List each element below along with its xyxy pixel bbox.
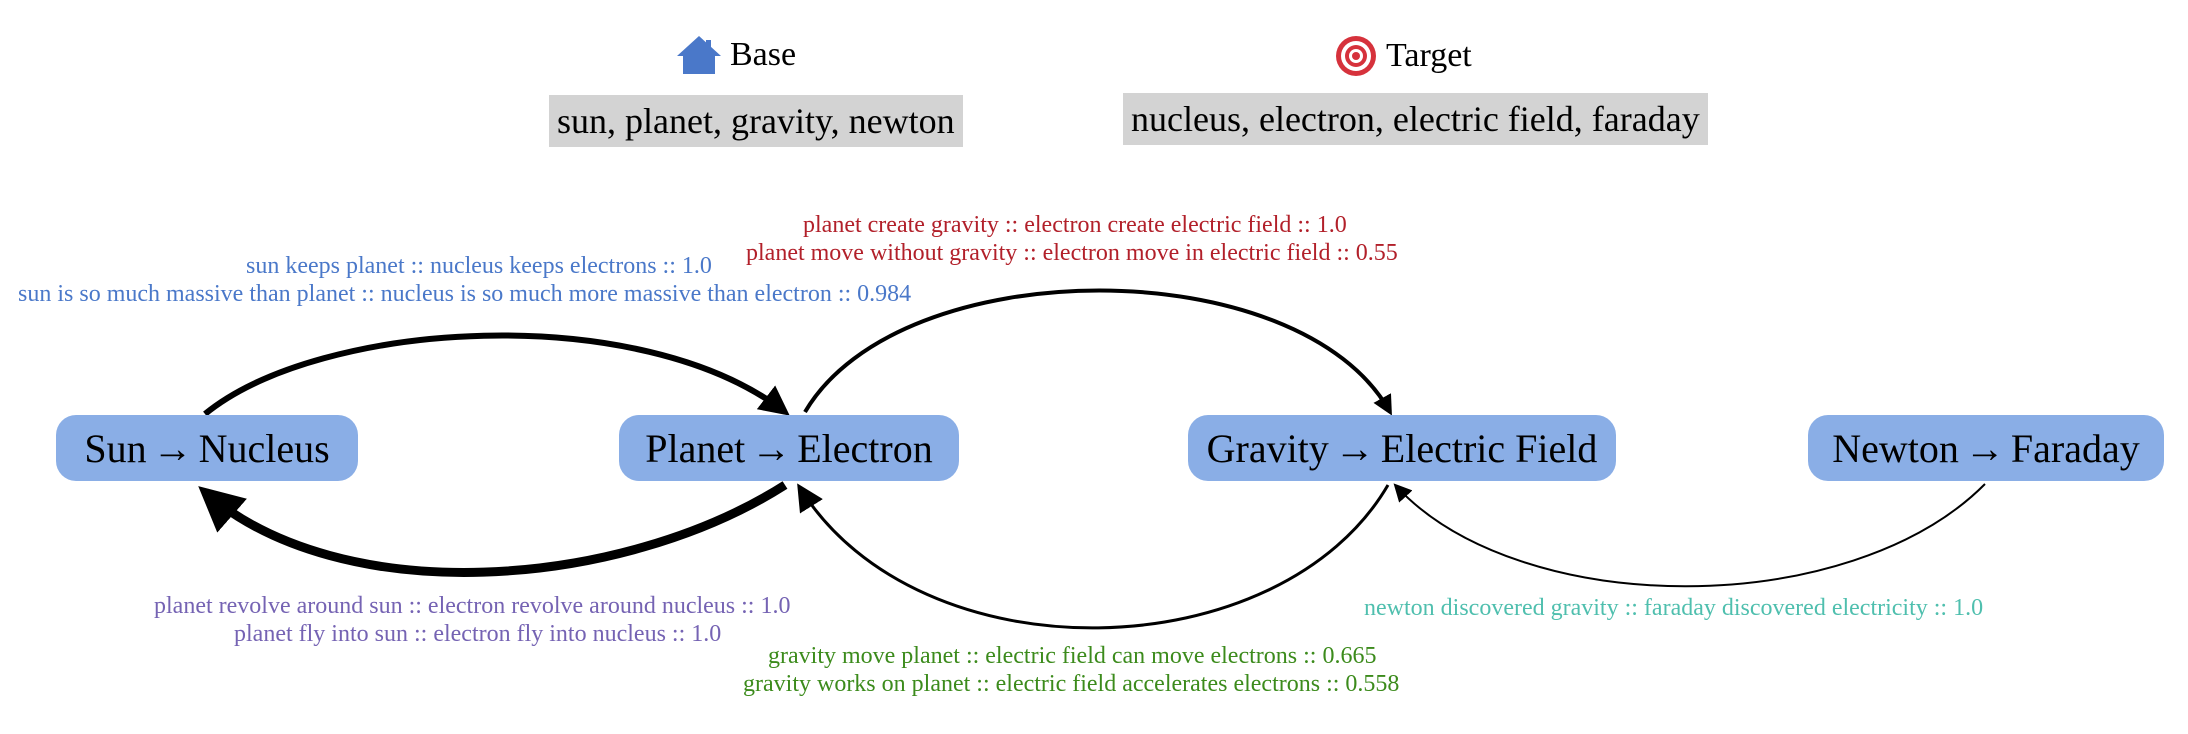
relation-label-blue-1: sun keeps planet :: nucleus keeps electr… [246, 253, 712, 279]
mapping-arrow: → [1334, 425, 1375, 471]
node-target: Electron [797, 425, 933, 471]
relation-label-red-1: planet create gravity :: electron create… [803, 212, 1347, 238]
target-icon [1336, 36, 1376, 76]
legend-base-terms: sun, planet, gravity, newton [549, 95, 963, 147]
relation-label-purple-1: planet revolve around sun :: electron re… [154, 593, 791, 619]
node-gravity-electric-field: Gravity → Electric Field [1188, 415, 1616, 481]
mapping-arrow: → [1964, 425, 2005, 471]
legend-base-label: Base [730, 36, 797, 73]
node-target: Faraday [2010, 425, 2140, 471]
node-source: Sun [84, 425, 147, 471]
relation-label-red-2: planet move without gravity :: electron … [746, 240, 1398, 266]
node-newton-faraday: Newton → Faraday [1808, 415, 2164, 481]
node-source: Gravity [1206, 425, 1329, 471]
relation-label-purple-2: planet fly into sun :: electron fly into… [234, 621, 722, 647]
relation-label-green-1: gravity move planet :: electric field ca… [768, 643, 1377, 669]
node-source: Newton [1832, 425, 1959, 471]
relation-label-green-2: gravity works on planet :: electric fiel… [743, 671, 1400, 697]
mapping-arrow: → [751, 425, 792, 471]
home-icon [677, 36, 721, 74]
edge-gravity-planet [797, 483, 1390, 630]
node-source: Planet [645, 425, 746, 471]
node-target: Electric Field [1380, 425, 1598, 471]
mapping-arrow: → [152, 425, 193, 471]
edge-newton-gravity [1393, 483, 1986, 588]
relation-label-blue-2: sun is so much massive than planet :: nu… [18, 281, 912, 307]
node-planet-electron: Planet → Electron [619, 415, 959, 481]
node-target: Nucleus [198, 425, 330, 471]
edge-planet-sun [198, 481, 788, 577]
legend-target-header: Target [1334, 34, 1472, 78]
legend-target-label: Target [1386, 37, 1472, 74]
legend-target-terms: nucleus, electron, electric field, farad… [1123, 93, 1708, 145]
relation-label-teal-1: newton discovered gravity :: faraday dis… [1364, 595, 1984, 621]
node-sun-nucleus: Sun → Nucleus [56, 415, 358, 481]
edge-planet-gravity [803, 288, 1392, 416]
edge-sun-planet [203, 332, 790, 417]
legend-base-header: Base [676, 34, 796, 76]
